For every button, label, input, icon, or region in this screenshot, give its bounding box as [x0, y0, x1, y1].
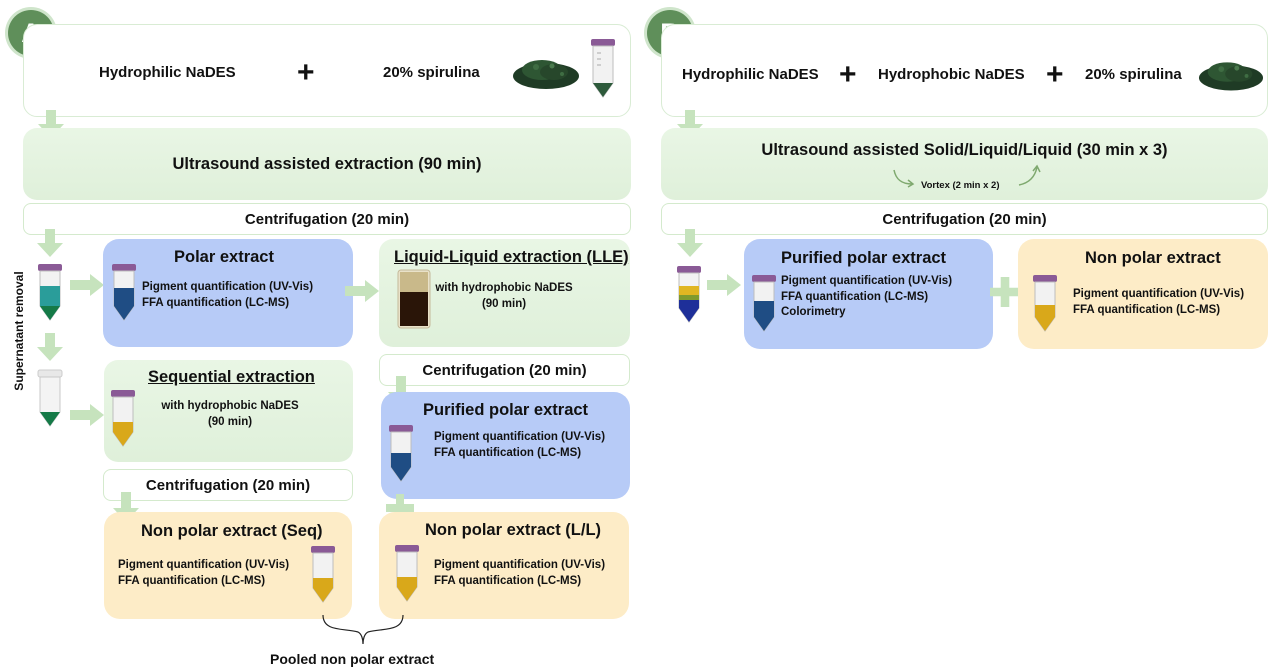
b-centrifugation-label: Centrifugation (20 min) — [882, 210, 1047, 228]
b-nonpolar-pigment-line: Pigment quantification (UV-Vis) — [1073, 288, 1245, 300]
centrifugation-top-label: Centrifugation (20 min) — [244, 210, 410, 228]
nonpolar-seq-ffa-line: FFA quantification (LC-MS) — [118, 574, 266, 587]
polar-pigment-line: Pigment quantification (UV-Vis) — [142, 281, 314, 293]
b-purified-ffa-line: FFA quantification (LC-MS) — [781, 290, 929, 303]
nonpolar-seq-box — [104, 512, 352, 619]
b-purified-polar-details: Pigment quantification (UV-Vis) FFA quan… — [781, 274, 952, 321]
b-tube-icon-layered — [677, 266, 701, 323]
centrifugation-lle-label: Centrifugation (20 min) — [422, 361, 587, 379]
b-nonpolar-ffa-line: FFA quantification (LC-MS) — [1073, 303, 1221, 316]
centrifugation-lle-box: Centrifugation (20 min) — [379, 354, 630, 386]
arrow-down-3 — [37, 333, 63, 361]
tube-icon-teal — [38, 264, 62, 321]
nonpolar-seq-pigment-line: Pigment quantification (UV-Vis) — [118, 559, 290, 571]
b-tube-icon-yellow — [1033, 275, 1057, 332]
polar-extract-box — [103, 239, 353, 347]
nonpolar-ll-title: Non polar extract (L/L) — [425, 521, 602, 539]
nonpolar-ll-ffa-line: FFA quantification (LC-MS) — [434, 574, 582, 587]
b-arrow-down-2 — [677, 229, 703, 257]
nonpolar-seq-title: Non polar extract (Seq) — [141, 522, 323, 540]
arrow-down-2 — [37, 229, 63, 257]
tube-icon-blue-2 — [389, 425, 413, 482]
polar-extract-details: Pigment quantification (UV-Vis) FFA quan… — [142, 280, 313, 311]
spirulina-powder-icon — [513, 60, 579, 89]
b-purified-polar-title: Purified polar extract — [781, 249, 947, 267]
pooled-brace-icon — [322, 614, 404, 645]
tube-icon-empty — [37, 369, 63, 427]
b-plus-sign-1: + — [839, 58, 857, 91]
tube-icon-yellow-3 — [395, 545, 419, 602]
lle-vial-photo-icon — [397, 269, 431, 329]
uae-label: Ultrasound assisted extraction (90 min) — [172, 154, 482, 173]
lle-with-line: with hydrophobic NaDES — [435, 282, 573, 294]
centrifugation-seq-label: Centrifugation (20 min) — [145, 476, 311, 494]
b-nonpolar-box — [1018, 239, 1268, 349]
centrifugation-seq-box: Centrifugation (20 min) — [103, 469, 353, 501]
purified-a-pigment-line: Pigment quantification (UV-Vis) — [434, 431, 606, 443]
tube-icon-yellow-2 — [311, 546, 335, 603]
b-hydrophilic-label: Hydrophilic NaDES — [682, 66, 819, 83]
b-uae-label: Ultrasound assisted Solid/Liquid/Liquid … — [761, 141, 1168, 159]
centrifugation-top-box: Centrifugation (20 min) — [23, 203, 631, 235]
arrow-right-1 — [70, 274, 104, 296]
b-plus-connector-icon — [990, 277, 1020, 307]
b-nonpolar-title: Non polar extract — [1085, 249, 1221, 267]
tube-icon-yellow-1 — [111, 390, 135, 447]
purified-a-ffa-line: FFA quantification (LC-MS) — [434, 446, 582, 459]
lle-title: Liquid-Liquid extraction (LLE) — [394, 248, 629, 266]
b-centrifugation-box: Centrifugation (20 min) — [661, 203, 1268, 235]
b-arrow-right-1 — [707, 274, 741, 296]
b-hydrophobic-label: Hydrophobic NaDES — [878, 66, 1025, 83]
seq-with-line: with hydrophobic NaDES — [161, 400, 299, 412]
b-spirulina-label: 20% spirulina — [1085, 66, 1182, 83]
b-uae-box — [661, 128, 1268, 200]
pooled-label: Pooled non polar extract — [270, 651, 435, 667]
purified-polar-title-a: Purified polar extract — [423, 401, 589, 419]
panel-b-inputs-box — [661, 24, 1268, 117]
nonpolar-ll-box — [379, 512, 629, 619]
nonpolar-seq-details: Pigment quantification (UV-Vis) FFA quan… — [118, 558, 289, 589]
plus-sign: + — [297, 56, 315, 89]
b-purified-polar-box — [744, 239, 993, 349]
nonpolar-ll-details: Pigment quantification (UV-Vis) FFA quan… — [434, 558, 605, 589]
polar-extract-title: Polar extract — [174, 248, 274, 266]
sequential-extraction-box — [104, 360, 353, 462]
vortex-right-arrow-icon — [1018, 164, 1041, 186]
spirulina-label: 20% spirulina — [383, 64, 480, 81]
purified-polar-details-a: Pigment quantification (UV-Vis) FFA quan… — [434, 430, 605, 461]
sequential-extraction-details: with hydrophobic NaDES (90 min) — [150, 399, 310, 430]
nonpolar-ll-pigment-line: Pigment quantification (UV-Vis) — [434, 559, 606, 571]
sequential-extraction-title: Sequential extraction — [148, 368, 315, 386]
vortex-left-arrow-icon — [893, 169, 915, 188]
b-spirulina-powder-icon — [1198, 62, 1264, 91]
supernatant-removal-label: Supernatant removal — [12, 271, 26, 391]
b-nonpolar-details: Pigment quantification (UV-Vis) FFA quan… — [1073, 287, 1244, 318]
arrow-right-2 — [70, 404, 104, 426]
uae-box: Ultrasound assisted extraction (90 min) — [23, 128, 631, 200]
tube-icon-blue — [112, 264, 136, 321]
polar-ffa-line: FFA quantification (LC-MS) — [142, 296, 290, 309]
seq-time-line: (90 min) — [207, 415, 253, 428]
b-purified-pigment-line: Pigment quantification (UV-Vis) — [781, 275, 953, 287]
arrow-right-3 — [345, 280, 379, 302]
plus-connector-icon — [386, 494, 414, 522]
hydrophilic-nades-label: Hydrophilic NaDES — [99, 64, 236, 81]
tube-icon-inputs — [591, 39, 615, 98]
lle-details: with hydrophobic NaDES (90 min) — [434, 281, 574, 312]
lle-time-line: (90 min) — [481, 297, 527, 310]
b-purified-colorimetry-line: Colorimetry — [781, 306, 846, 318]
b-tube-icon-blue — [752, 275, 776, 332]
b-plus-sign-2: + — [1046, 58, 1064, 91]
purified-polar-box-a — [381, 392, 630, 499]
vortex-label: Vortex (2 min x 2) — [921, 180, 1000, 191]
